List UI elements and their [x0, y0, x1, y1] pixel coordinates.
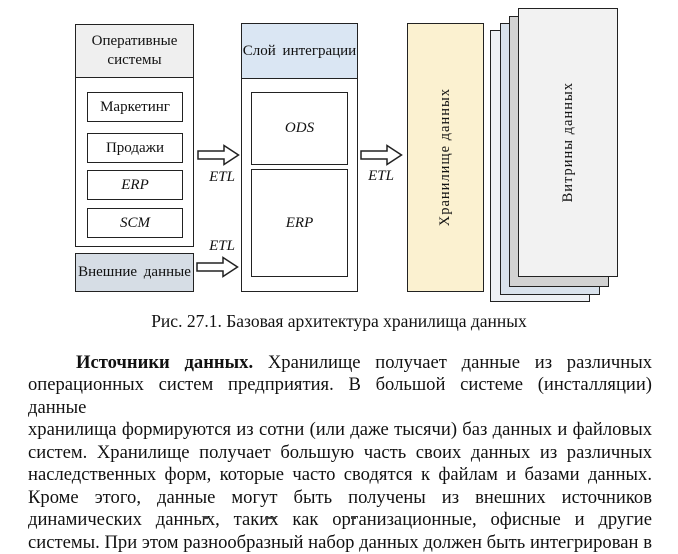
integration-layer-title: Слой интеграции — [242, 42, 357, 59]
figure-diagram: Оперативные системы Маркетинг Продажи ER… — [75, 8, 618, 302]
external-data-box: Внешние данные — [75, 253, 194, 292]
integration-layer-header: Слой интеграции — [241, 23, 358, 79]
body-paragraph: Источники данных. Хранилище получает дан… — [28, 352, 652, 554]
paragraph-line: операционных систем предприятия. В больш… — [28, 374, 652, 418]
source-system-label: Продажи — [105, 139, 165, 156]
paragraph-line: системы. При этом разнообразный набор да… — [28, 531, 652, 553]
source-system-label: ERP — [121, 176, 149, 193]
etl-arrow-icon — [360, 144, 403, 166]
paragraph-line: систем. Хранилище получает большую часть… — [28, 441, 652, 463]
external-data-label: Внешние данные — [78, 264, 191, 280]
data-marts-label: Витрины данных — [559, 82, 576, 203]
source-system-scm: SCM — [87, 208, 183, 238]
etl-arrow-icon — [197, 144, 240, 166]
ods-box: ODS — [251, 92, 348, 165]
operational-systems-title: Оперативные системы — [91, 33, 178, 68]
warehouse-label: Хранилище данных — [437, 88, 453, 227]
source-system-label: Маркетинг — [100, 98, 170, 115]
source-system-marketing: Маркетинг — [87, 92, 183, 122]
next-line-fragment — [203, 516, 208, 519]
warehouse-box: Хранилище данных — [407, 23, 484, 292]
erp-integration-box: ERP — [251, 169, 348, 277]
paragraph-text: Хранилище получает данные из различных — [267, 352, 653, 373]
paragraph-line: Кроме этого, данные могут быть получены … — [28, 486, 652, 508]
source-system-erp: ERP — [87, 170, 183, 200]
operational-systems-header: Оперативные системы — [75, 24, 194, 78]
etl-label: ETL — [209, 169, 235, 185]
paragraph-line: хранилища формируются из сотни (или даже… — [28, 419, 652, 441]
next-line-fragment — [265, 517, 276, 519]
paragraph-line: наследственных форм, которые часто сводя… — [28, 464, 652, 486]
paragraph-line: Источники данных. Хранилище получает дан… — [28, 352, 652, 374]
lead-bold: Источники данных. — [76, 352, 254, 373]
ods-label: ODS — [284, 120, 315, 136]
erp-label: ERP — [285, 214, 314, 231]
data-mart-front: Витрины данных — [518, 8, 618, 277]
next-line-fragment — [351, 516, 356, 519]
source-system-sales: Продажи — [87, 133, 183, 163]
source-system-label: SCM — [120, 214, 150, 231]
figure-caption: Рис. 27.1. Базовая архитектура хранилища… — [151, 311, 527, 331]
paragraph-line: динамических данных, таких как организац… — [28, 509, 652, 531]
etl-arrow-icon — [196, 256, 239, 278]
textbook-page: { "figure": { "operational_systems": { "… — [28, 8, 653, 553]
etl-label: ETL — [368, 168, 394, 184]
etl-label: ETL — [209, 238, 235, 254]
